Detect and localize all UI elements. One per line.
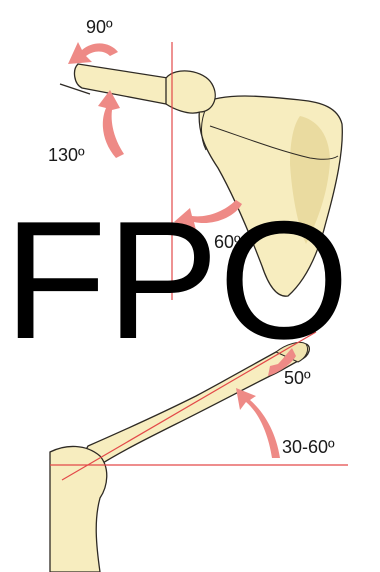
label-90: 90º: [86, 17, 113, 37]
arrow-30-60-icon: [236, 388, 280, 458]
humerus-bone: [60, 64, 215, 113]
humeral-head: [166, 71, 215, 113]
label-130: 130º: [48, 145, 85, 165]
label-30-60: 30-60º: [282, 437, 335, 457]
fpo-watermark: FPO: [4, 186, 349, 374]
arrow-90-icon: [68, 42, 118, 64]
arrow-130-icon: [98, 90, 124, 158]
humerus-shaft: [75, 64, 168, 104]
